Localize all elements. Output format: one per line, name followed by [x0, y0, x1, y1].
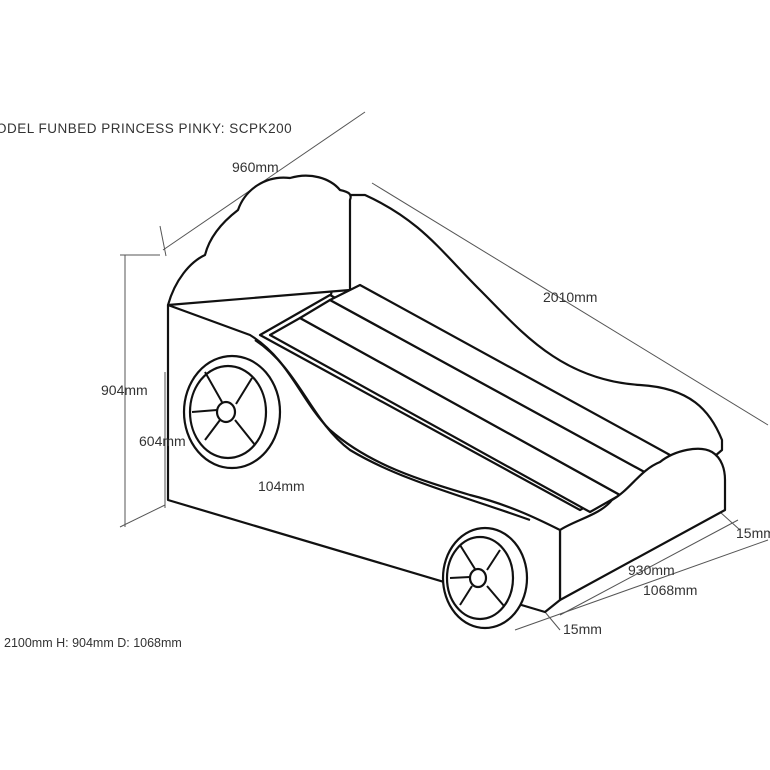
front-right-wheel: [441, 526, 529, 630]
front-left-wheel: [182, 354, 282, 470]
label-15-right: 15mm: [736, 525, 770, 541]
model-title: ODEL FUNBED PRINCESS PINKY: SCPK200: [0, 121, 293, 136]
footboard: [558, 447, 727, 602]
label-1068: 1068mm: [643, 582, 698, 598]
label-904: 904mm: [101, 382, 148, 398]
label-15-left: 15mm: [563, 621, 602, 637]
dim-line-1068: [514, 539, 769, 631]
label-104: 104mm: [258, 478, 305, 494]
label-604: 604mm: [139, 433, 186, 449]
label-960: 960mm: [232, 159, 279, 175]
label-930: 930mm: [628, 562, 675, 578]
dim-line-2010: [371, 182, 769, 426]
overall-dimensions: 2100mm H: 904mm D: 1068mm: [4, 636, 182, 650]
label-2010: 2010mm: [543, 289, 598, 305]
headboard: [166, 174, 352, 307]
dim-line-930: [559, 519, 739, 616]
